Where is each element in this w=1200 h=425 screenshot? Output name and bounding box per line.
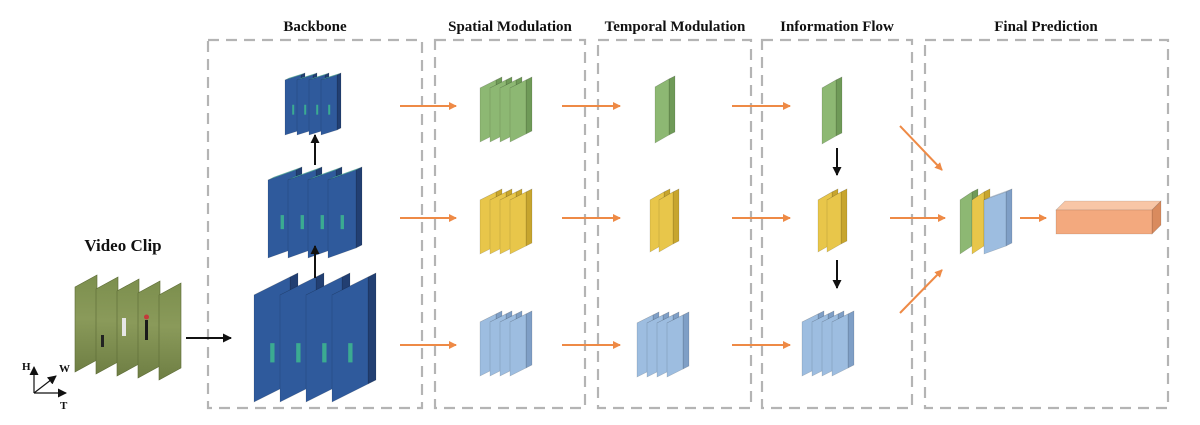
temporal-modulation-green-slab	[654, 75, 676, 144]
feature-slab	[983, 188, 1013, 255]
information-flow-blue-stack	[801, 310, 855, 377]
output-top-face	[1055, 200, 1162, 211]
arrow-converge	[899, 125, 943, 171]
feature-slab	[509, 188, 533, 255]
video-frame	[158, 282, 182, 381]
feature-slab	[327, 166, 363, 259]
feature-activation	[320, 215, 324, 230]
spatial-modulation-green-stack	[479, 76, 533, 143]
feature-activation	[322, 343, 327, 363]
backbone-features-stage-2	[267, 166, 363, 259]
temporal-modulation-blue-stack	[636, 311, 690, 378]
output-front-face	[1055, 209, 1153, 235]
information-flow-green-slab	[821, 76, 843, 145]
feature-activation	[348, 343, 353, 363]
stage-title-information-flow: Information Flow	[780, 19, 894, 35]
feature-slab	[509, 310, 533, 377]
stage-title-final-prediction: Final Prediction	[994, 19, 1098, 35]
feature-slab	[331, 272, 377, 403]
stage-boxes	[206, 38, 1170, 410]
backbone-box	[206, 38, 424, 410]
temporal-modulation-box	[596, 38, 753, 410]
spatial-modulation-box	[433, 38, 587, 410]
information-flow-box	[760, 38, 914, 410]
feature-activation	[270, 343, 275, 363]
stage-title-backbone: Backbone	[283, 19, 347, 35]
video-clip-label: Video Clip	[84, 236, 161, 255]
feature-activation	[304, 104, 307, 115]
axes-icon: H W T	[22, 361, 70, 412]
video-clip-frames	[74, 274, 182, 381]
stage-title-temporal-modulation: Temporal Modulation	[605, 19, 746, 35]
temporal-modulation-yellow-stack	[649, 188, 680, 253]
information-flow-yellow-stack	[817, 188, 848, 253]
arrow-converge	[899, 269, 943, 314]
video-frame	[74, 274, 98, 373]
backbone-features-stage-1	[253, 272, 377, 403]
feature-slab	[320, 72, 342, 136]
prediction-output-block	[1055, 200, 1162, 235]
feature-slab	[831, 310, 855, 377]
spatial-modulation-blue-stack	[479, 310, 533, 377]
axis-label-h: H	[22, 361, 31, 373]
feature-activation	[316, 104, 319, 115]
feature-activation	[292, 104, 295, 115]
feature-activation	[340, 215, 344, 230]
feature-activation	[328, 104, 331, 115]
feature-slab	[509, 76, 533, 143]
axis-label-w: W	[59, 363, 70, 375]
feature-slab	[658, 188, 680, 253]
feature-slab	[821, 76, 843, 145]
spatial-modulation-yellow-stack	[479, 188, 533, 255]
feature-slab	[666, 311, 690, 378]
stage-title-spatial-modulation: Spatial Modulation	[448, 19, 572, 35]
fused-feature-stack	[959, 188, 1013, 255]
video-frame	[137, 280, 161, 379]
video-frame	[116, 278, 140, 377]
feature-activation	[280, 215, 284, 230]
backbone-features-stage-3	[284, 72, 342, 136]
feature-activation	[300, 215, 304, 230]
orange-arrows	[400, 102, 1047, 349]
feature-slab	[826, 188, 848, 253]
axis-label-t: T	[60, 400, 68, 412]
feature-activation	[296, 343, 301, 363]
video-frame	[95, 276, 119, 375]
feature-slab	[654, 75, 676, 144]
